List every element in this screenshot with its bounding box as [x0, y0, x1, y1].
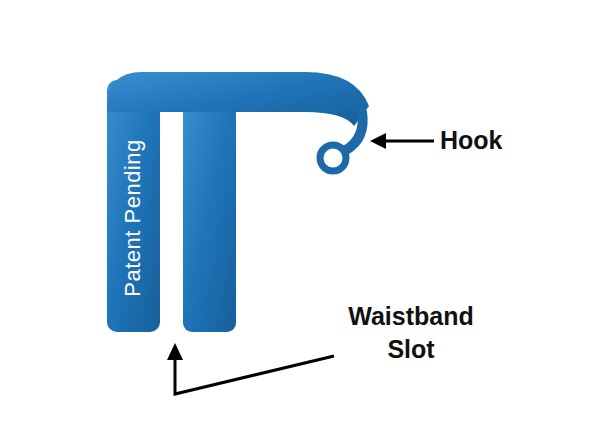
hook-loop: [320, 145, 346, 171]
hook-leader: [370, 133, 434, 149]
left-leg: [107, 80, 160, 332]
top-bar: [107, 72, 369, 126]
right-leg: [183, 95, 236, 332]
hook-tip: [346, 112, 363, 150]
slot-leader: [167, 343, 334, 394]
patent-text: Patent Pending: [120, 139, 146, 296]
part-label: Hook: [440, 126, 503, 155]
part-label: Waistband Slot: [336, 300, 486, 365]
hook-body: [107, 72, 369, 332]
